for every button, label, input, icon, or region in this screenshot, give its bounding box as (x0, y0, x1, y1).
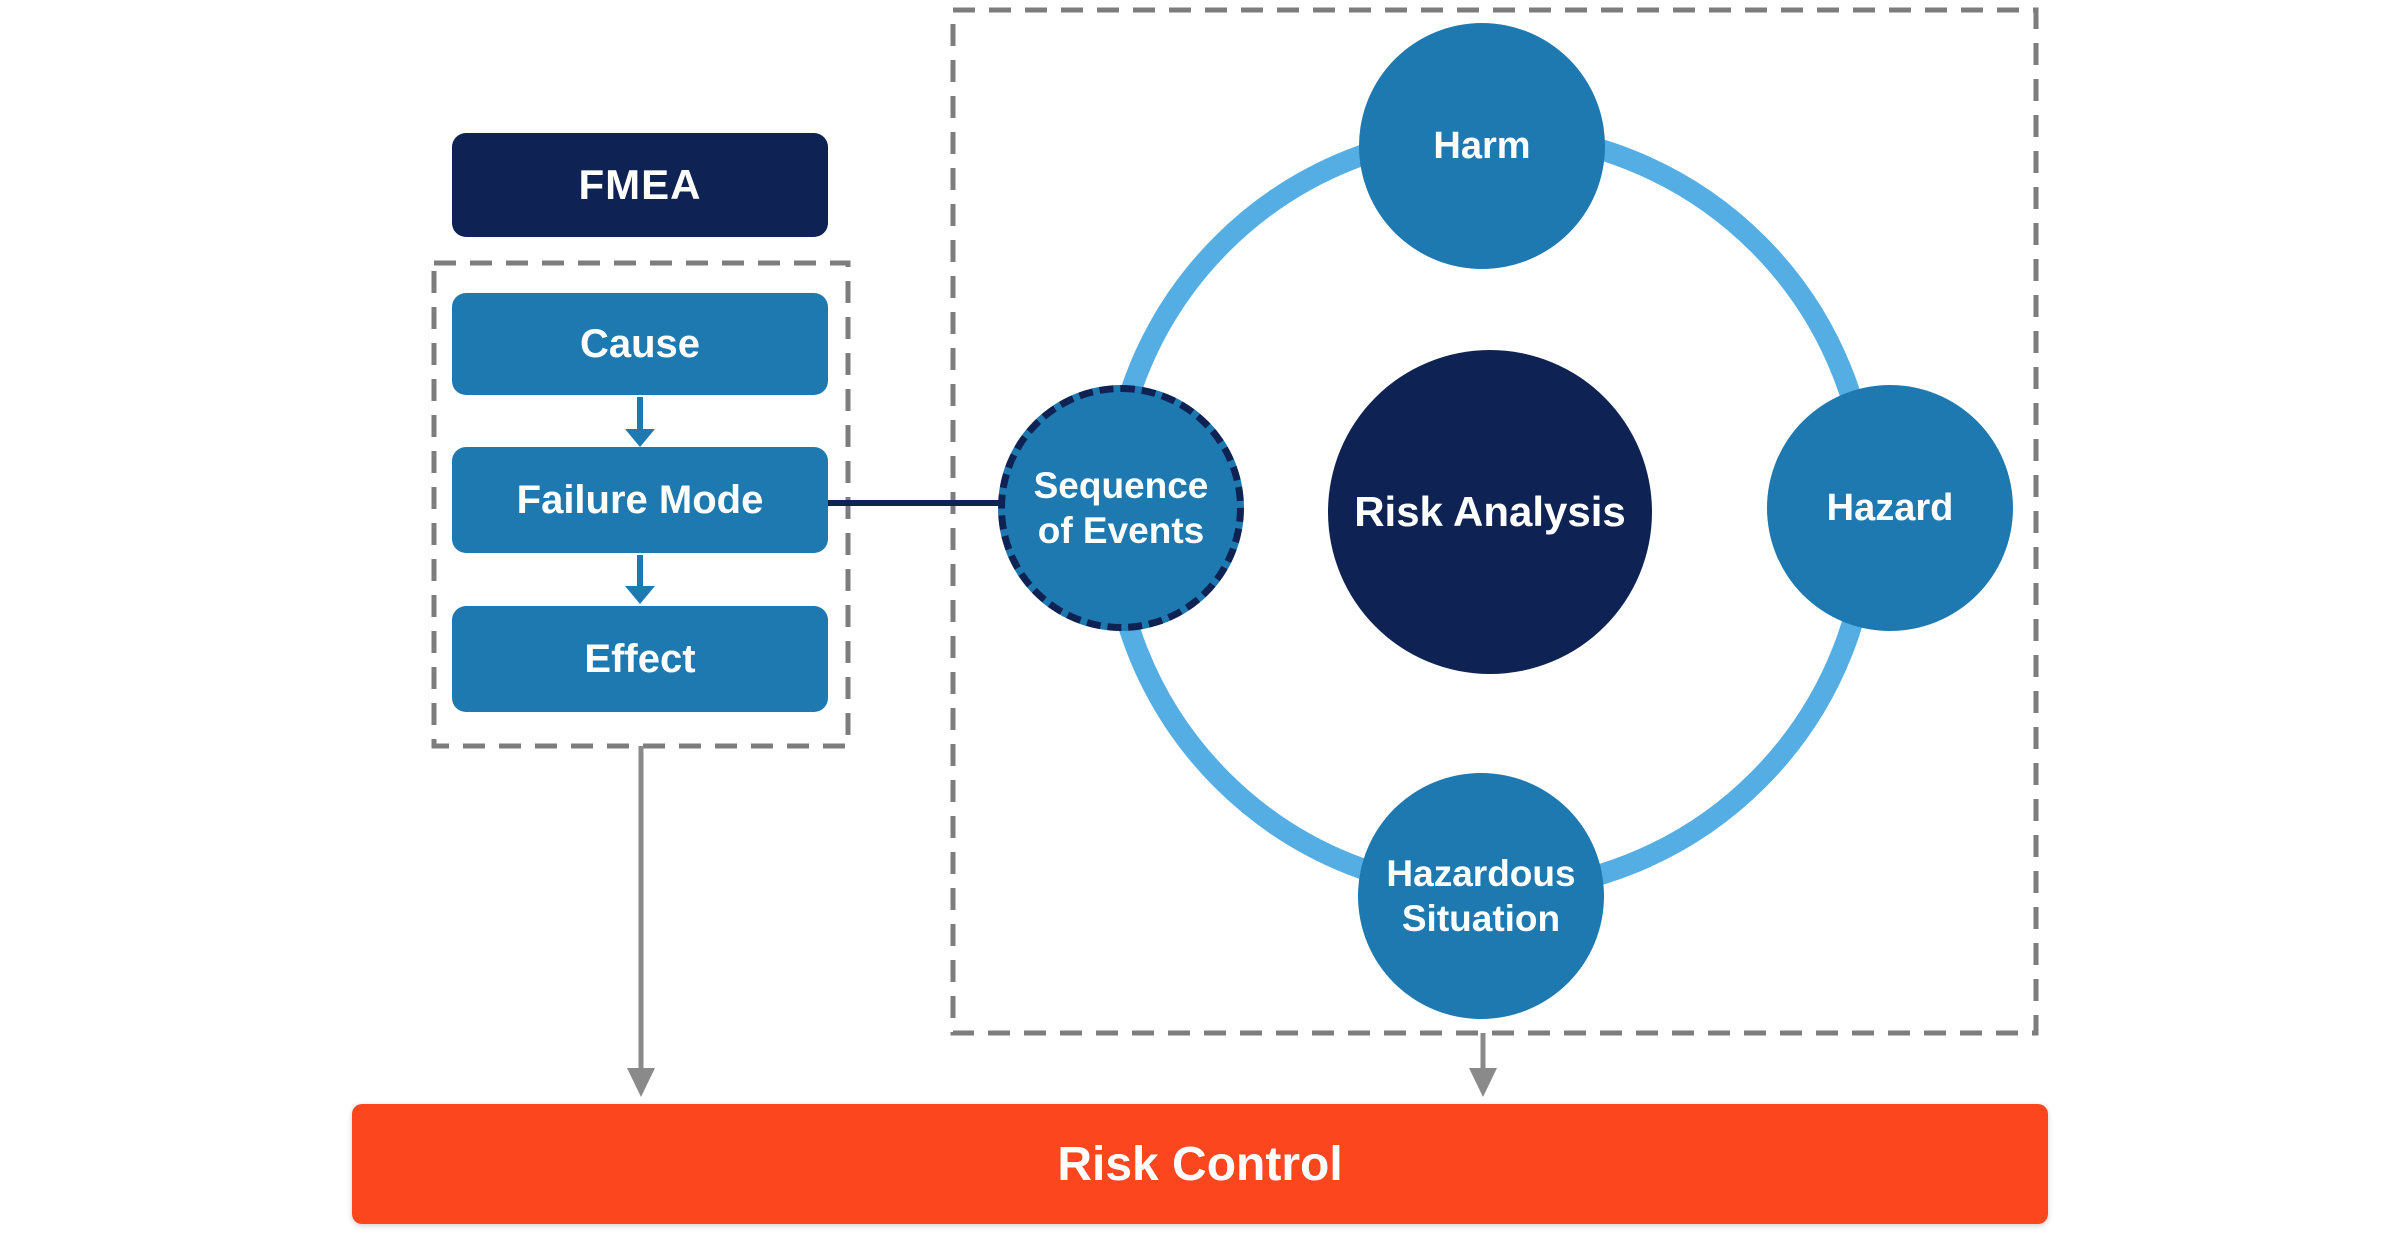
step-failure-mode-label: Failure Mode (516, 477, 764, 522)
node-hazardous-situation-label: Hazardous Situation (1386, 852, 1576, 939)
step-cause-box: Cause (452, 293, 828, 395)
step-failure-mode-box: Failure Mode (452, 447, 828, 553)
arrow-cause-to-failure-head (625, 429, 655, 447)
step-cause-label: Cause (579, 321, 701, 366)
arrow-risk-analysis-to-risk-control-head (1469, 1068, 1497, 1097)
risk-analysis-dashed-border (950, 7, 2039, 1036)
risk-analysis-center-circle: Risk Analysis (1328, 350, 1652, 674)
fmea-title-label: FMEA (578, 161, 702, 208)
node-sequence-of-events-circle: Sequence of Events (998, 385, 1244, 631)
risk-analysis-center-label: Risk Analysis (1354, 488, 1626, 535)
risk-control-bar: Risk Control (352, 1104, 2048, 1224)
arrow-failure-to-effect-head (625, 586, 655, 604)
step-effect-label: Effect (584, 636, 696, 681)
risk-control-label: Risk Control (1057, 1137, 1343, 1191)
fmea-title-box: FMEA (452, 133, 828, 237)
node-harm-label: Harm (1433, 124, 1531, 167)
node-hazard-circle: Hazard (1767, 385, 2013, 631)
node-hazard-label: Hazard (1826, 486, 1954, 529)
arrow-fmea-to-risk-control-head (627, 1068, 655, 1097)
node-harm-circle: Harm (1359, 23, 1605, 269)
step-effect-box: Effect (452, 606, 828, 712)
node-sequence-of-events-label: Sequence of Events (1033, 464, 1209, 551)
node-hazardous-situation-circle: Hazardous Situation (1358, 773, 1604, 1019)
